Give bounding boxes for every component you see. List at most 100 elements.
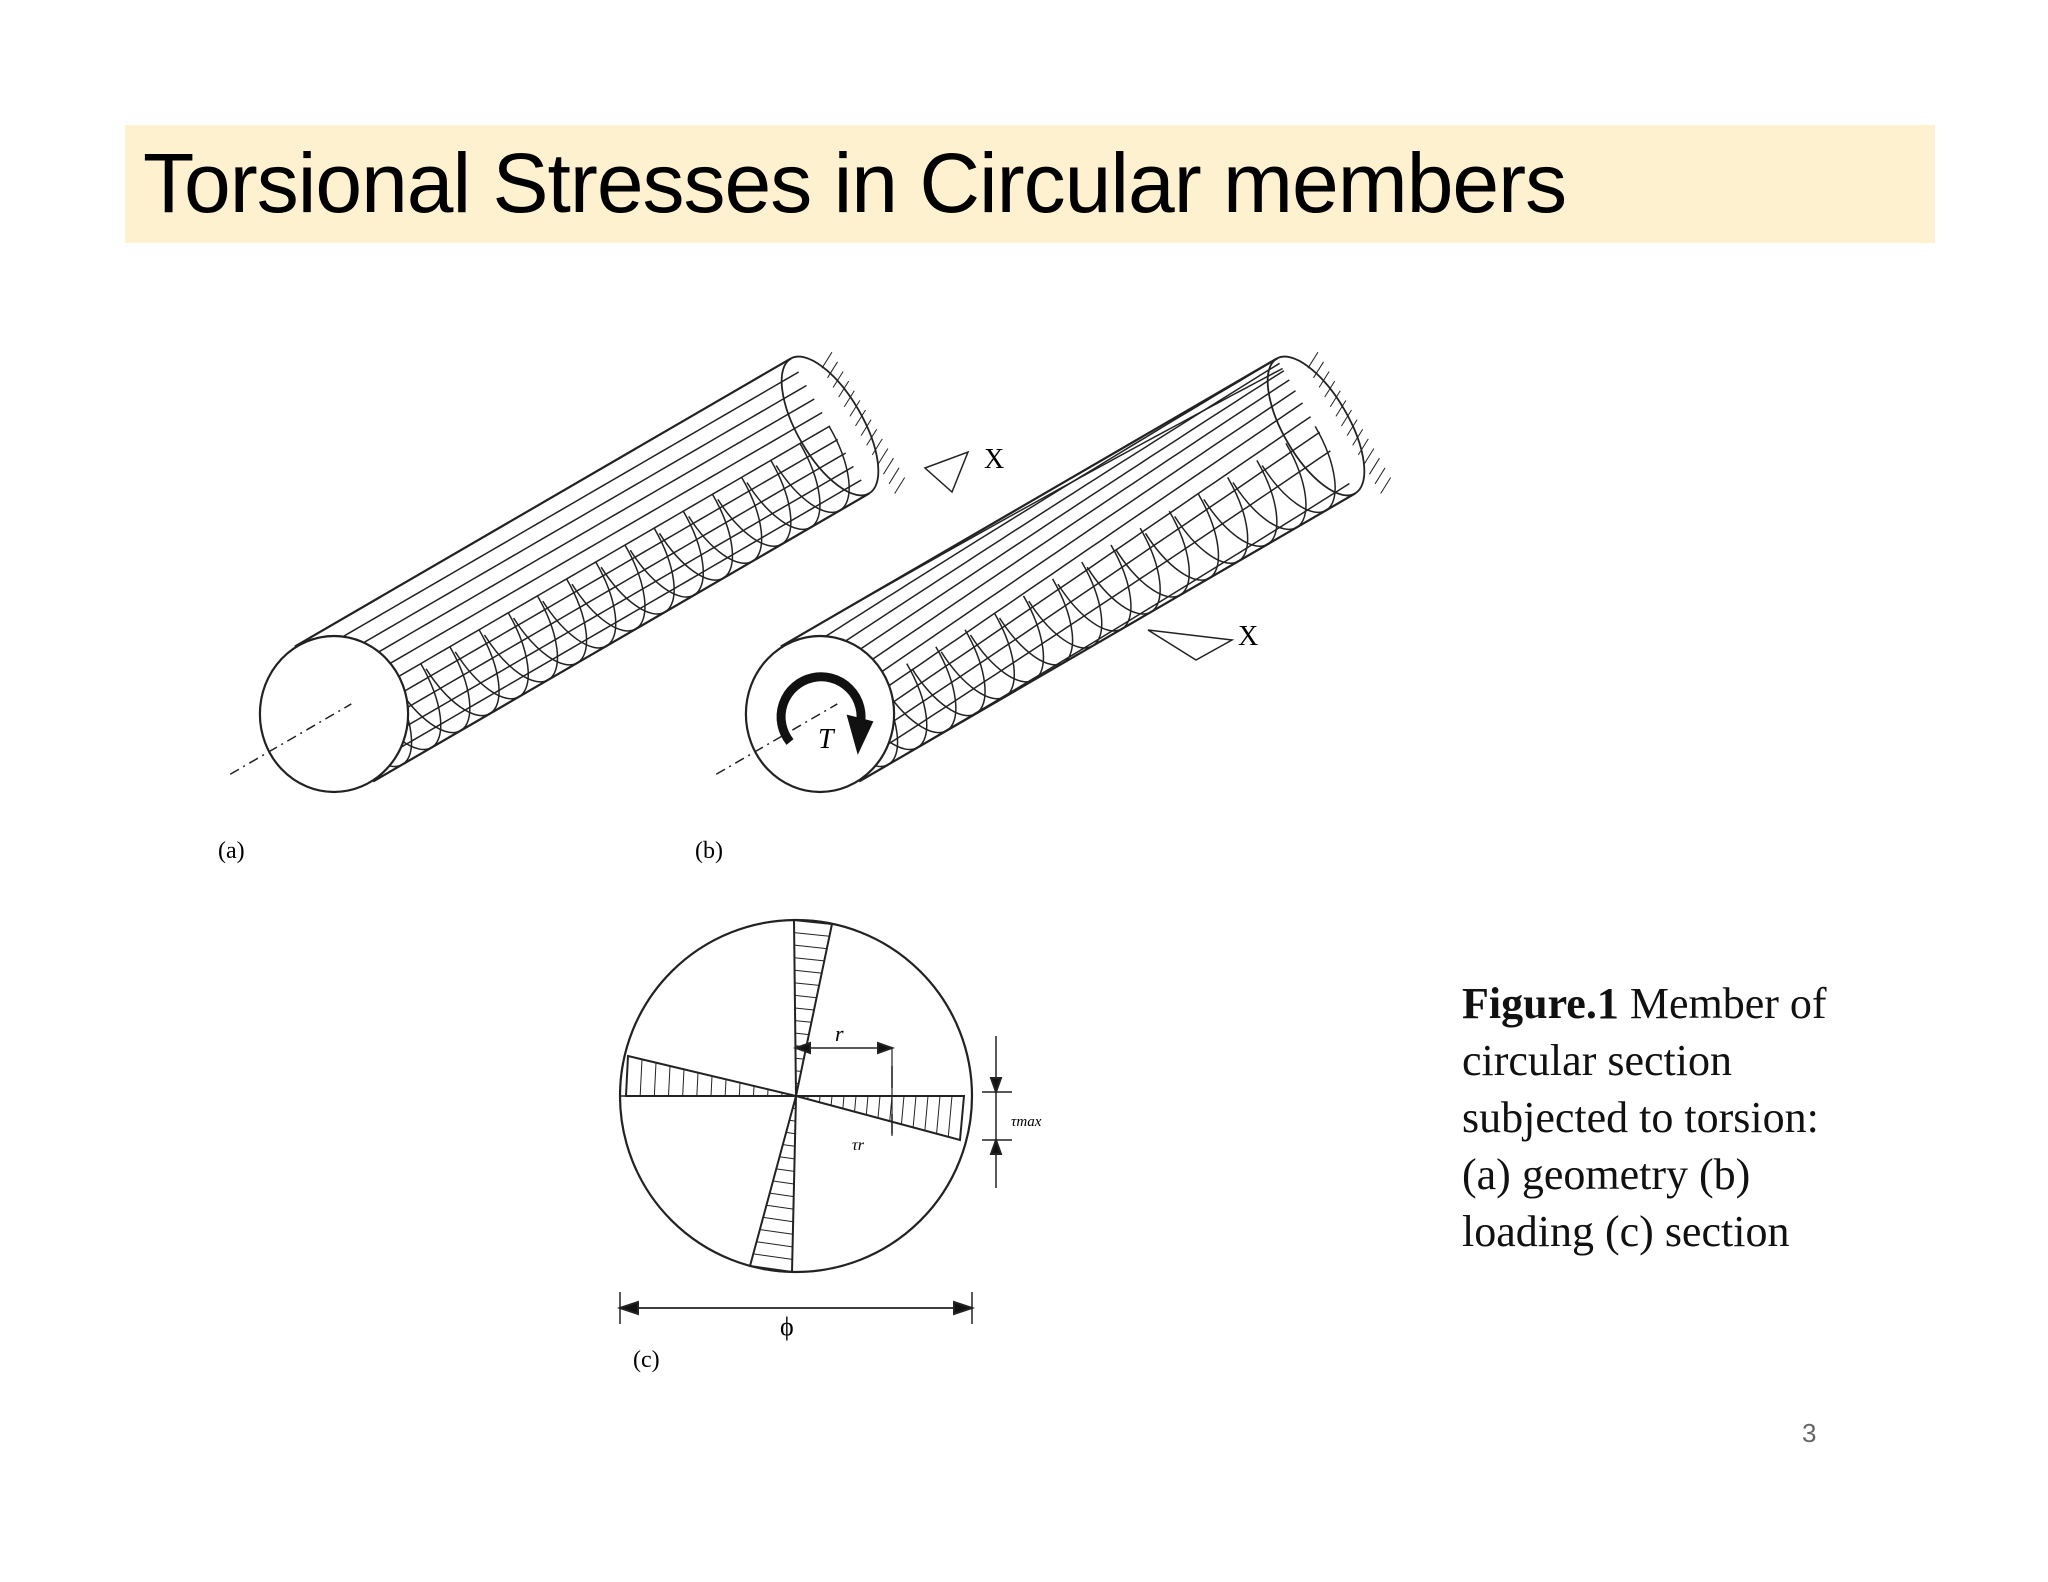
cylinder-b-long-line <box>835 416 1312 742</box>
cylinder-b-long-line <box>827 402 1304 729</box>
stress-wedge-bottom-hatch <box>779 1156 795 1160</box>
cylinder-a-long-line <box>357 465 854 756</box>
stress-wedge-top-hatch <box>795 1032 809 1036</box>
radius-label: r <box>835 1021 844 1046</box>
diameter-arrow-right <box>953 1300 976 1316</box>
stress-wedge-bottom-hatch <box>786 1131 796 1135</box>
diameter-arrow-left <box>616 1300 639 1316</box>
cylinder-b-loaded <box>715 351 1392 794</box>
cylinder-b-long-line <box>796 362 1280 675</box>
stress-wedge-right-hatch <box>900 1095 905 1125</box>
stress-wedge-right-hatch <box>818 1095 821 1103</box>
label-a: (a) <box>218 838 245 864</box>
cross-section-c <box>616 918 1012 1324</box>
page-number: 3 <box>1802 1418 1817 1448</box>
cylinder-a-support-hatch <box>821 351 833 369</box>
stress-wedge-right <box>795 1095 966 1142</box>
cylinder-b-support-hatch <box>1380 477 1392 494</box>
stress-wedge-left-hatch <box>724 1079 727 1097</box>
title-banner: Torsional Stresses in Circular members <box>125 125 1935 243</box>
stress-wedge-bottom-hatch <box>766 1204 794 1210</box>
stress-wedge-left-hatch <box>639 1059 643 1097</box>
label-c: (c) <box>633 1347 660 1373</box>
stress-wedge-bottom-hatch <box>763 1216 794 1223</box>
cylinder-b-support-hatch <box>1374 467 1386 485</box>
cylinder-a-edge-top <box>372 492 870 783</box>
stress-wedge-bottom-hatch <box>756 1241 793 1248</box>
cylinder-b-long-line <box>788 358 1278 661</box>
diameter-label: ϕ <box>780 1312 794 1341</box>
cylinder-a-long-line <box>325 411 823 702</box>
cylinder-a-support-hatch <box>849 400 861 417</box>
stress-wedge-bottom-hatch <box>789 1119 796 1122</box>
torque-arrowhead <box>846 714 874 755</box>
stress-wedge-bottom-hatch <box>759 1229 793 1235</box>
tau-max-arrow-top <box>989 1077 1003 1095</box>
caption-line-1-text: Member of <box>1618 979 1827 1028</box>
slide-title: Torsional Stresses in Circular members <box>143 136 1567 230</box>
stress-wedge-right-hatch <box>936 1095 941 1134</box>
stress-wedge-bottom-hatch <box>769 1192 794 1198</box>
cylinder-b-support-hatch <box>1369 457 1380 475</box>
section-mark-top <box>923 450 970 494</box>
stress-wedge-left-hatch <box>668 1065 671 1097</box>
cylinder-a-axis <box>229 703 352 775</box>
cylinder-a-long-line <box>349 452 847 742</box>
cylinder-a-long-line <box>310 384 807 675</box>
cylinder-b-support-hatch <box>1352 429 1364 446</box>
stress-wedge-right-hatch <box>947 1095 953 1137</box>
section-mark-bottom-label: X <box>1238 621 1258 652</box>
stress-wedge-right-hatch <box>877 1095 881 1119</box>
stress-wedge-left-hatch <box>738 1082 741 1097</box>
cylinder-b-support-hatch <box>1313 361 1324 379</box>
cylinder-b-support-hatch <box>1307 351 1319 369</box>
cylinder-b-long-line <box>843 431 1321 756</box>
caption-line-5: loading (c) section <box>1462 1207 1790 1256</box>
caption-line-1: Figure.1 Member of <box>1462 975 1902 1032</box>
stress-wedge-right-hatch <box>865 1095 869 1115</box>
caption-figure-number: Figure.1 <box>1462 979 1619 1028</box>
section-mark-top-label: X <box>984 444 1004 475</box>
cylinder-a-long-line <box>341 438 839 729</box>
stress-wedge-top-hatch <box>795 1070 802 1072</box>
stress-wedge-left-hatch <box>753 1085 755 1097</box>
cylinder-a-far-end <box>780 355 880 497</box>
cylinder-b-support-hatch <box>1363 448 1375 465</box>
section-mark-bottom <box>1147 629 1235 661</box>
tau-r-label: τr <box>852 1137 865 1154</box>
stress-wedge-top-hatch <box>794 932 830 937</box>
caption-line-3: subjected to torsion: <box>1462 1093 1819 1142</box>
stress-wedge-bottom-hatch <box>753 1253 793 1260</box>
cylinder-b-support-hatch <box>1346 419 1358 436</box>
cylinder-a-edge-bottom <box>294 357 792 648</box>
cylinder-a-long-line <box>302 371 800 661</box>
cylinder-b-support-hatch <box>1329 390 1341 407</box>
stress-wedge-right-hatch <box>854 1095 857 1112</box>
stress-wedge-left-hatch <box>710 1075 713 1097</box>
torque-label: T <box>818 724 836 755</box>
cylinder-a-support-hatch <box>877 448 889 465</box>
cylinder-a-support-hatch <box>866 429 878 446</box>
stress-wedge-left-hatch <box>653 1062 657 1097</box>
cylinder-a-support-hatch <box>871 438 883 456</box>
stress-wedge-right-hatch <box>912 1095 917 1128</box>
cylinder-b-long-line <box>811 379 1290 702</box>
stress-wedge-top-hatch <box>795 1020 812 1023</box>
stress-wedge-top-hatch <box>794 982 820 986</box>
stress-wedge-left-hatch <box>696 1072 699 1097</box>
cylinder-b-support-hatch <box>1357 438 1369 456</box>
cylinder-b-support-hatch <box>1341 409 1352 427</box>
cylinder-b-long-line <box>850 450 1331 769</box>
stress-wedge-bottom-hatch <box>772 1180 795 1185</box>
caption-line-4: (a) geometry (b) <box>1462 1150 1751 1199</box>
radius-arrow-left <box>793 1041 811 1055</box>
cylinder-a-support-hatch <box>827 361 838 379</box>
stress-wedge-right-hatch <box>830 1095 833 1106</box>
stress-wedge-right-hatch <box>924 1095 929 1131</box>
cylinder-a-long-line <box>364 479 862 769</box>
cylinder-a-long-line <box>333 425 831 715</box>
torque-arrow <box>776 672 866 745</box>
cylinder-a-support-hatch <box>832 371 844 388</box>
stress-wedge-top-hatch <box>794 994 817 999</box>
